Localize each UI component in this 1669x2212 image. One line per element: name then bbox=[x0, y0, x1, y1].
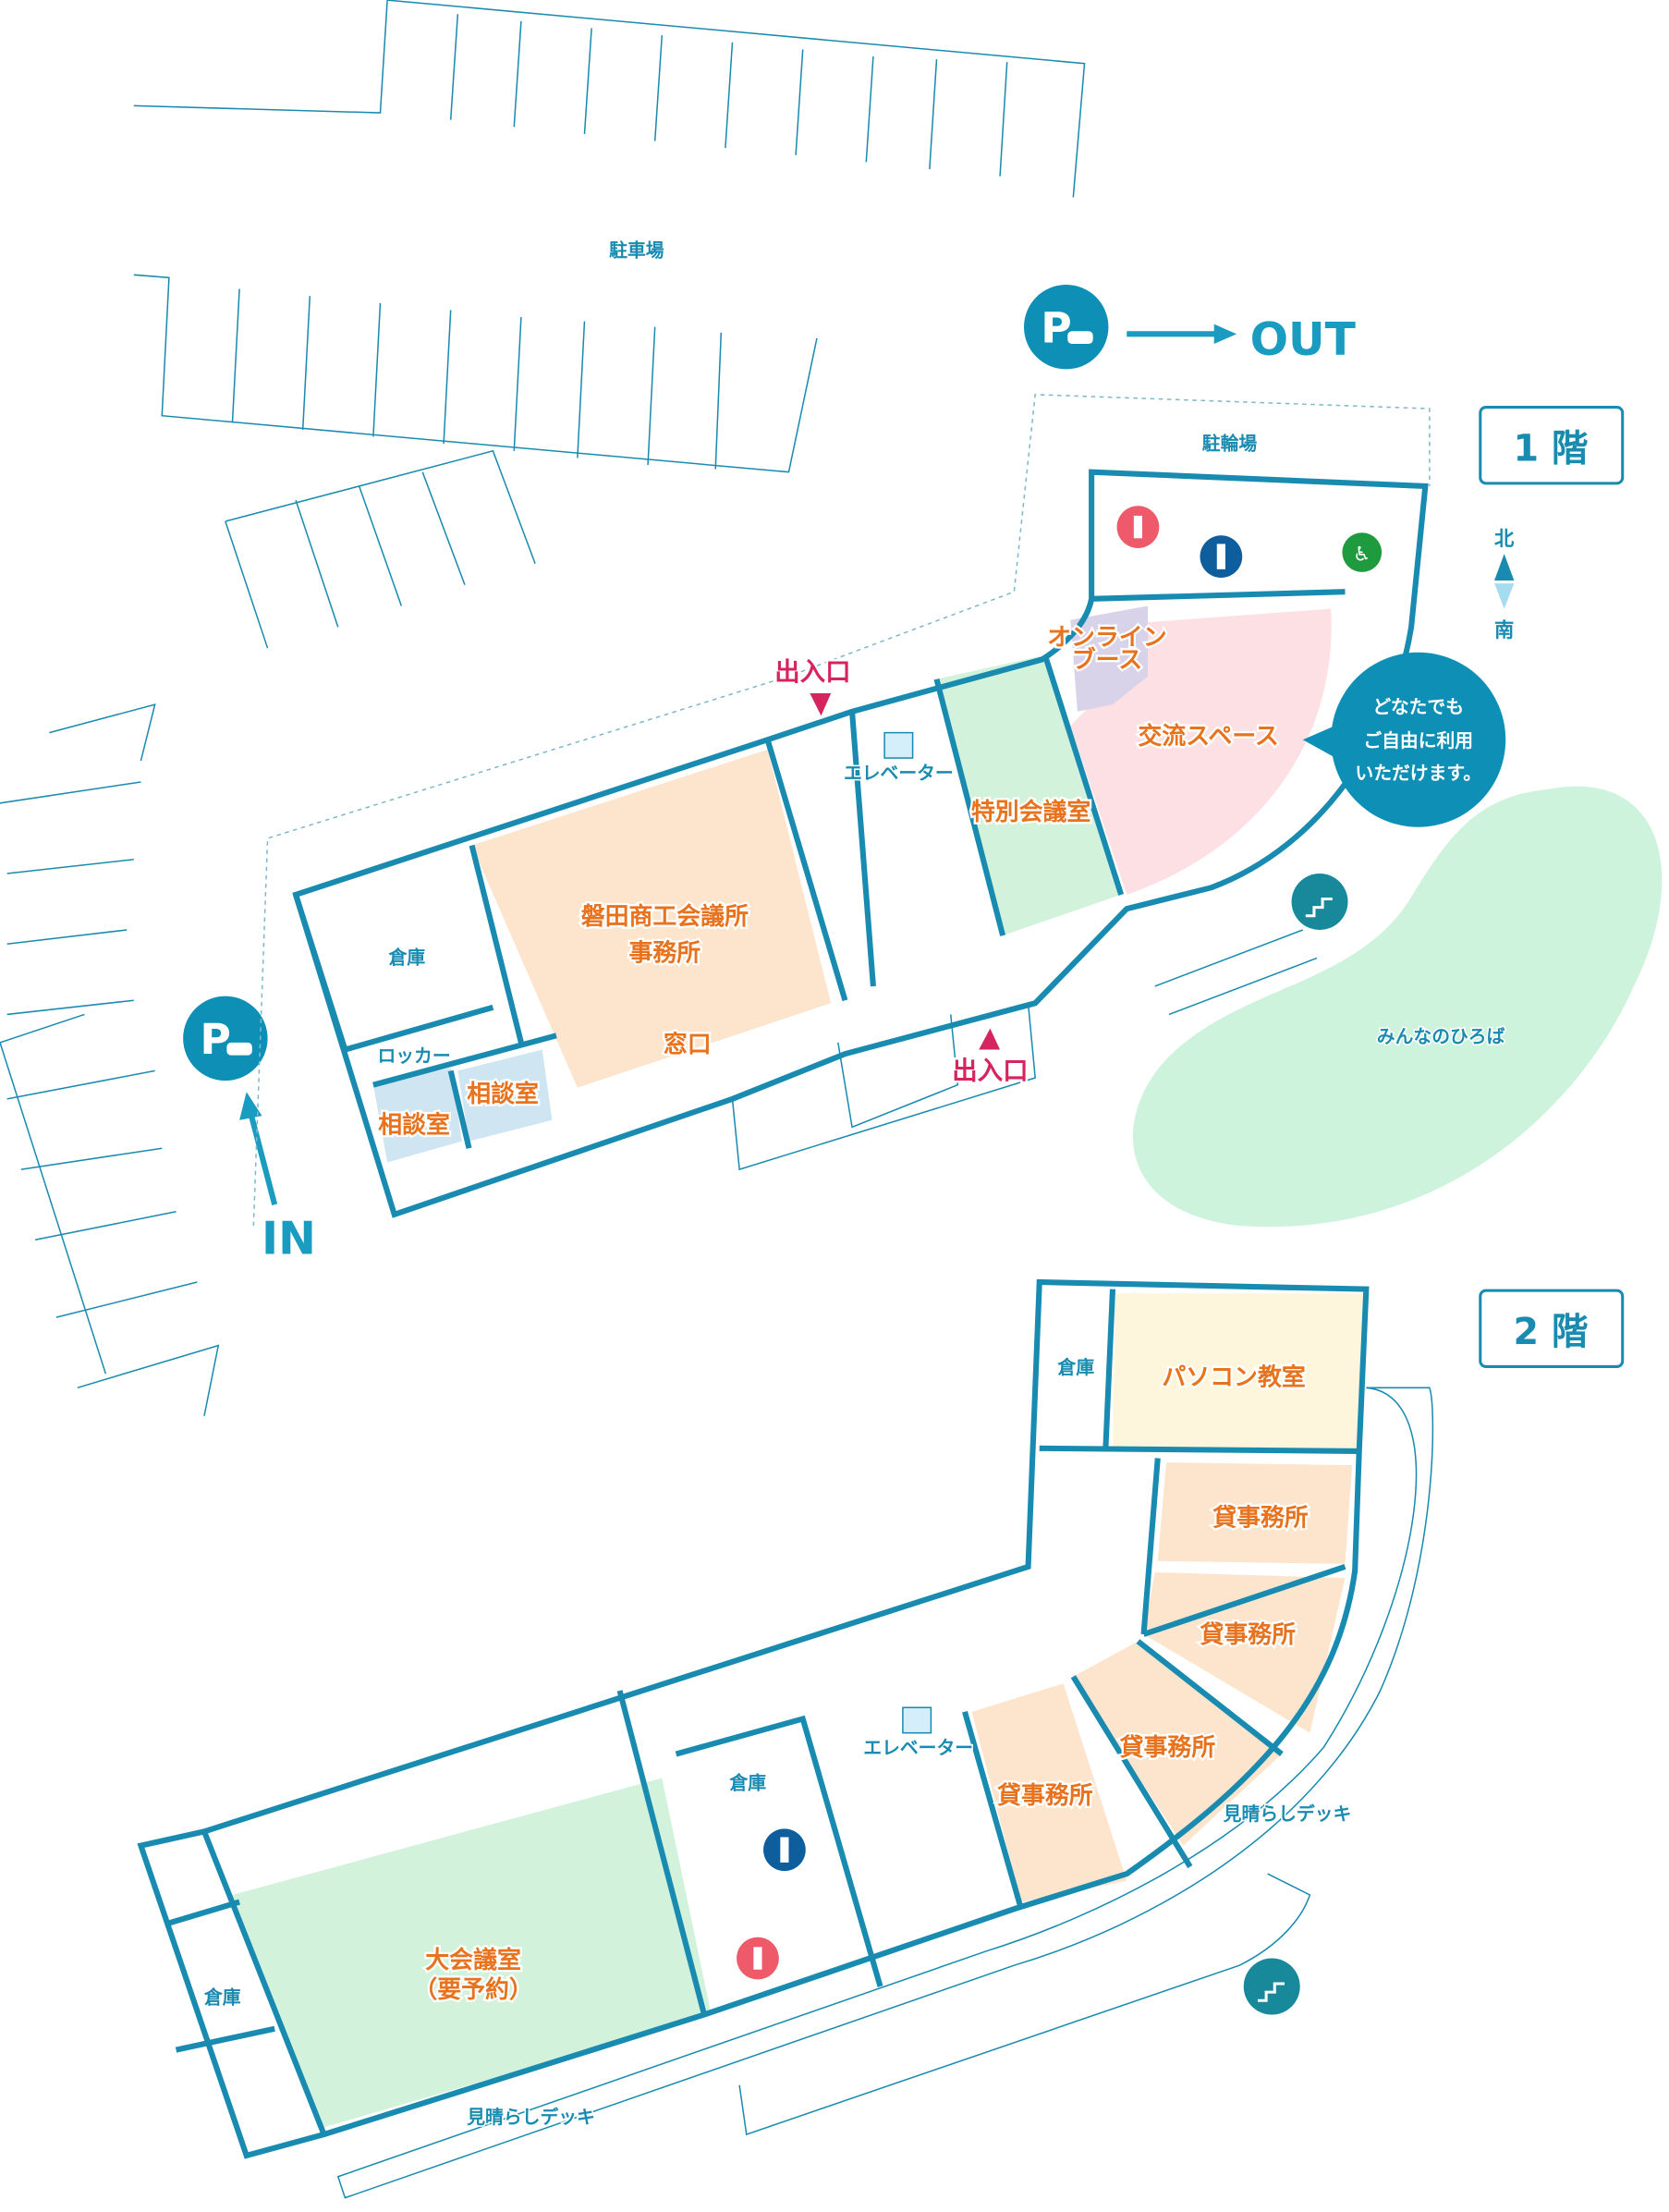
special-meeting-label: 特別会議室 bbox=[971, 798, 1090, 826]
consult-room-2-label: 相談室 bbox=[467, 1080, 539, 1108]
svg-text:P: P bbox=[200, 1015, 231, 1064]
consult-room-2 bbox=[457, 1049, 553, 1142]
in-label: IN bbox=[262, 1214, 316, 1265]
stairs-icon bbox=[1243, 1958, 1300, 2015]
floor1-title: 1 階 bbox=[1513, 427, 1588, 470]
male-toilet-icon bbox=[763, 1828, 806, 1872]
rental-office-4 bbox=[971, 1683, 1127, 1902]
compass-icon bbox=[1494, 554, 1515, 609]
consult-room-1 bbox=[372, 1068, 462, 1163]
office-label-1: 磐田商工会議所 bbox=[581, 902, 749, 931]
rental-office-3-label: 貸事務所 bbox=[1120, 1733, 1216, 1762]
svg-text:どなたでも: どなたでも bbox=[1372, 696, 1464, 717]
rental-office-1 bbox=[1157, 1462, 1353, 1564]
exchange-space-label: 交流スペース bbox=[1139, 722, 1279, 751]
online-booth-label-1: オンライン bbox=[1047, 624, 1166, 652]
rental-office-1-label: 貸事務所 bbox=[1212, 1504, 1309, 1533]
office-room bbox=[471, 749, 832, 1088]
counter-label: 窓口 bbox=[664, 1031, 712, 1059]
online-booth bbox=[1070, 605, 1149, 712]
deck-right-label: 見晴らしデッキ bbox=[1224, 1803, 1352, 1825]
plaza-area bbox=[1132, 786, 1663, 1228]
special-meeting-room bbox=[936, 654, 1122, 936]
elevator-label: エレベーター bbox=[863, 1738, 973, 1759]
entrance-label-south: 出入口 bbox=[952, 1057, 1028, 1086]
accessible-toilet-icon: ♿ bbox=[1342, 532, 1383, 572]
svg-text:P: P bbox=[1041, 303, 1072, 352]
svg-text:♿: ♿ bbox=[1353, 544, 1371, 567]
conference-hall-label-2: （要予約） bbox=[413, 1975, 532, 2004]
storage-left-label: 倉庫 bbox=[203, 1986, 241, 2008]
online-booth-label-2: ブース bbox=[1072, 646, 1142, 675]
floor2-title: 2 階 bbox=[1513, 1311, 1588, 1353]
arrow-up-icon bbox=[239, 1092, 278, 1205]
elevator-icon bbox=[902, 1706, 932, 1734]
bicycle-parking-label: 駐輪場 bbox=[1202, 433, 1258, 454]
parking-exit-icon: P bbox=[1023, 284, 1109, 370]
floor1-badge bbox=[1479, 406, 1625, 485]
compass-north: 北 bbox=[1494, 528, 1515, 551]
arrow-right-icon bbox=[1127, 324, 1237, 344]
floor2-walls bbox=[137, 1278, 1434, 2199]
entrance-label-north: 出入口 bbox=[774, 658, 850, 687]
pc-room-label: パソコン教室 bbox=[1162, 1363, 1305, 1391]
female-toilet-icon bbox=[1116, 506, 1160, 548]
storage-mid-label: 倉庫 bbox=[728, 1773, 766, 1794]
conference-hall bbox=[232, 1778, 712, 2128]
rental-office-2 bbox=[1143, 1571, 1346, 1733]
locker-label: ロッカー bbox=[377, 1045, 450, 1067]
svg-text:ご自由に利用: ご自由に利用 bbox=[1363, 730, 1473, 752]
plaza-label: みんなのひろば bbox=[1377, 1026, 1505, 1047]
rental-office-4-label: 貸事務所 bbox=[997, 1781, 1093, 1810]
compass-south: 南 bbox=[1494, 619, 1514, 642]
entrance-marker-icon bbox=[810, 692, 832, 716]
parking-entry-icon: P bbox=[183, 996, 268, 1082]
deck-left-label: 見晴らしデッキ bbox=[467, 2107, 595, 2128]
floor2-badge bbox=[1479, 1289, 1625, 1368]
consult-room-1-label: 相談室 bbox=[378, 1110, 450, 1139]
parking-lot bbox=[0, 0, 1086, 1416]
conference-hall-label-1: 大会議室 bbox=[425, 1946, 521, 1974]
male-toilet-icon bbox=[1200, 535, 1243, 578]
female-toilet-icon bbox=[737, 1937, 779, 1980]
elevator-icon bbox=[883, 731, 914, 759]
stairs-icon bbox=[1291, 874, 1348, 930]
storage-label: 倉庫 bbox=[388, 947, 426, 969]
elevator-label: エレベーター bbox=[844, 763, 954, 784]
pc-room bbox=[1113, 1293, 1364, 1451]
out-label: OUT bbox=[1250, 314, 1356, 366]
info-bubble: どなたでも ご自由に利用 いただけます。 bbox=[1302, 652, 1506, 827]
rental-office-2-label: 貸事務所 bbox=[1200, 1620, 1297, 1649]
parking-label: 駐車場 bbox=[609, 239, 664, 261]
entrance-marker-icon bbox=[979, 1028, 1001, 1050]
storage-top-label: 倉庫 bbox=[1057, 1357, 1095, 1378]
office-label-2: 事務所 bbox=[629, 940, 701, 968]
svg-text:いただけます。: いただけます。 bbox=[1355, 763, 1481, 784]
